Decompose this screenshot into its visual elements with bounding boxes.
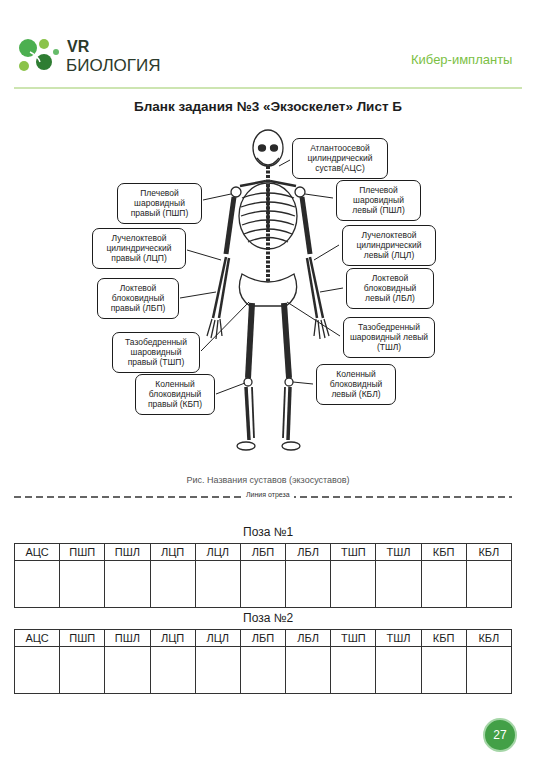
column-header: ПШЛ	[105, 630, 150, 647]
pose-heading: Поза №1	[243, 525, 293, 539]
cut-line-label: Линия отреза	[242, 491, 294, 498]
answer-cell	[376, 561, 421, 608]
answer-cell	[376, 647, 421, 694]
answer-cell	[150, 647, 195, 694]
column-header: ЛЦЛ	[195, 630, 240, 647]
column-header: ЛБП	[240, 544, 285, 561]
joint-callout: Локтевой блоковидный левый (ЛБЛ)	[346, 268, 434, 309]
joint-name: Локтевой блоковидный левый (ЛБЛ)	[352, 273, 428, 304]
joint-name: Атлантоосевой цилиндрический сустав(АЦС)	[298, 143, 382, 174]
answer-cell	[286, 561, 331, 608]
figure-caption: Рис. Названия суставов (экзосуставов)	[0, 475, 536, 485]
answer-cell	[195, 561, 240, 608]
answer-cell	[331, 647, 376, 694]
joint-name: Лучелоктевой цилиндрический левый (ЛЦЛ)	[348, 230, 430, 261]
joint-callout: Тазобедренный шаровидный правый (ТШП)	[112, 332, 200, 373]
joint-name: Тазобедренный шаровидный правый (ТШП)	[118, 337, 194, 368]
answer-cell	[60, 561, 105, 608]
column-header: ЛБЛ	[286, 630, 331, 647]
joint-name: Коленный блоковидный правый (КБП)	[141, 379, 209, 410]
answer-cell	[421, 647, 466, 694]
joint-callout: Лучелоктевой цилиндрический правый (ЛЦП)	[92, 228, 186, 269]
page-number-circle: 27	[483, 718, 517, 752]
answer-cell	[286, 647, 331, 694]
joint-name: Тазобедренный шаровидный левый (ТШЛ)	[349, 322, 429, 353]
answer-cell	[240, 561, 285, 608]
column-header: АЦС	[15, 544, 60, 561]
joint-name: Лучелоктевой цилиндрический правый (ЛЦП)	[98, 233, 180, 264]
joint-callout: Коленный блоковидный левый (КБЛ)	[316, 364, 396, 405]
joint-callout: Локтевой блоковидный правый (ЛБП)	[97, 278, 179, 319]
column-header: ПШП	[60, 544, 105, 561]
column-header: ТШП	[331, 544, 376, 561]
column-header: КБП	[421, 544, 466, 561]
joint-name: Плечевой шаровидный правый (ПШП)	[123, 188, 196, 219]
column-header: ЛЦП	[150, 630, 195, 647]
column-header: АЦС	[15, 630, 60, 647]
joint-callout: Лучелоктевой цилиндрический левый (ЛЦЛ)	[342, 225, 436, 266]
answer-cell	[466, 561, 511, 608]
joint-name: Коленный блоковидный левый (КБЛ)	[322, 369, 390, 400]
joint-callout: Плечевой шаровидный правый (ПШП)	[117, 183, 202, 224]
column-header: КБЛ	[466, 544, 511, 561]
joint-callout: Тазобедренный шаровидный левый (ТШЛ)	[343, 317, 435, 358]
column-header: ЛЦЛ	[195, 544, 240, 561]
section-name: Кибер-импланты	[411, 52, 512, 67]
column-header: ЛЦП	[150, 544, 195, 561]
answer-table: АЦСПШППШЛЛЦПЛЦЛЛБПЛБЛТШПТШЛКБПКБЛ	[14, 629, 512, 694]
answer-cell	[421, 561, 466, 608]
joint-name: Локтевой блоковидный правый (ЛБП)	[103, 283, 173, 314]
column-header: ТШЛ	[376, 544, 421, 561]
answer-cell	[60, 647, 105, 694]
column-header: ПШЛ	[105, 544, 150, 561]
joint-callout: Плечевой шаровидный левый (ПШЛ)	[336, 180, 421, 221]
column-header: КБЛ	[466, 630, 511, 647]
logo-icon	[19, 39, 59, 71]
answer-cell	[105, 561, 150, 608]
pose-heading: Поза №2	[243, 611, 293, 625]
column-header: КБП	[421, 630, 466, 647]
logo-text: БИОЛОГИЯ	[66, 56, 161, 76]
answer-cell	[150, 561, 195, 608]
page-number: 27	[493, 728, 506, 742]
answer-cell	[195, 647, 240, 694]
column-header: ТШП	[331, 630, 376, 647]
answer-cell	[331, 561, 376, 608]
joint-callout: Атлантоосевой цилиндрический сустав(АЦС)	[292, 138, 388, 179]
column-header: ПШП	[60, 630, 105, 647]
answer-cell	[15, 561, 60, 608]
column-header: ТШЛ	[376, 630, 421, 647]
page-title: Бланк задания №3 «Экзоскелет» Лист Б	[0, 99, 536, 114]
answer-cell	[105, 647, 150, 694]
joint-name: Плечевой шаровидный левый (ПШЛ)	[342, 185, 415, 216]
leader-lines	[180, 160, 343, 394]
column-header: ЛБЛ	[286, 544, 331, 561]
logo-text: VR	[67, 38, 89, 56]
answer-cell	[15, 647, 60, 694]
answer-cell	[466, 647, 511, 694]
answer-table: АЦСПШППШЛЛЦПЛЦЛЛБПЛБЛТШПТШЛКБПКБЛ	[14, 543, 512, 608]
answer-cell	[240, 647, 285, 694]
joint-callout: Коленный блоковидный правый (КБП)	[135, 374, 215, 415]
column-header: ЛБП	[240, 630, 285, 647]
